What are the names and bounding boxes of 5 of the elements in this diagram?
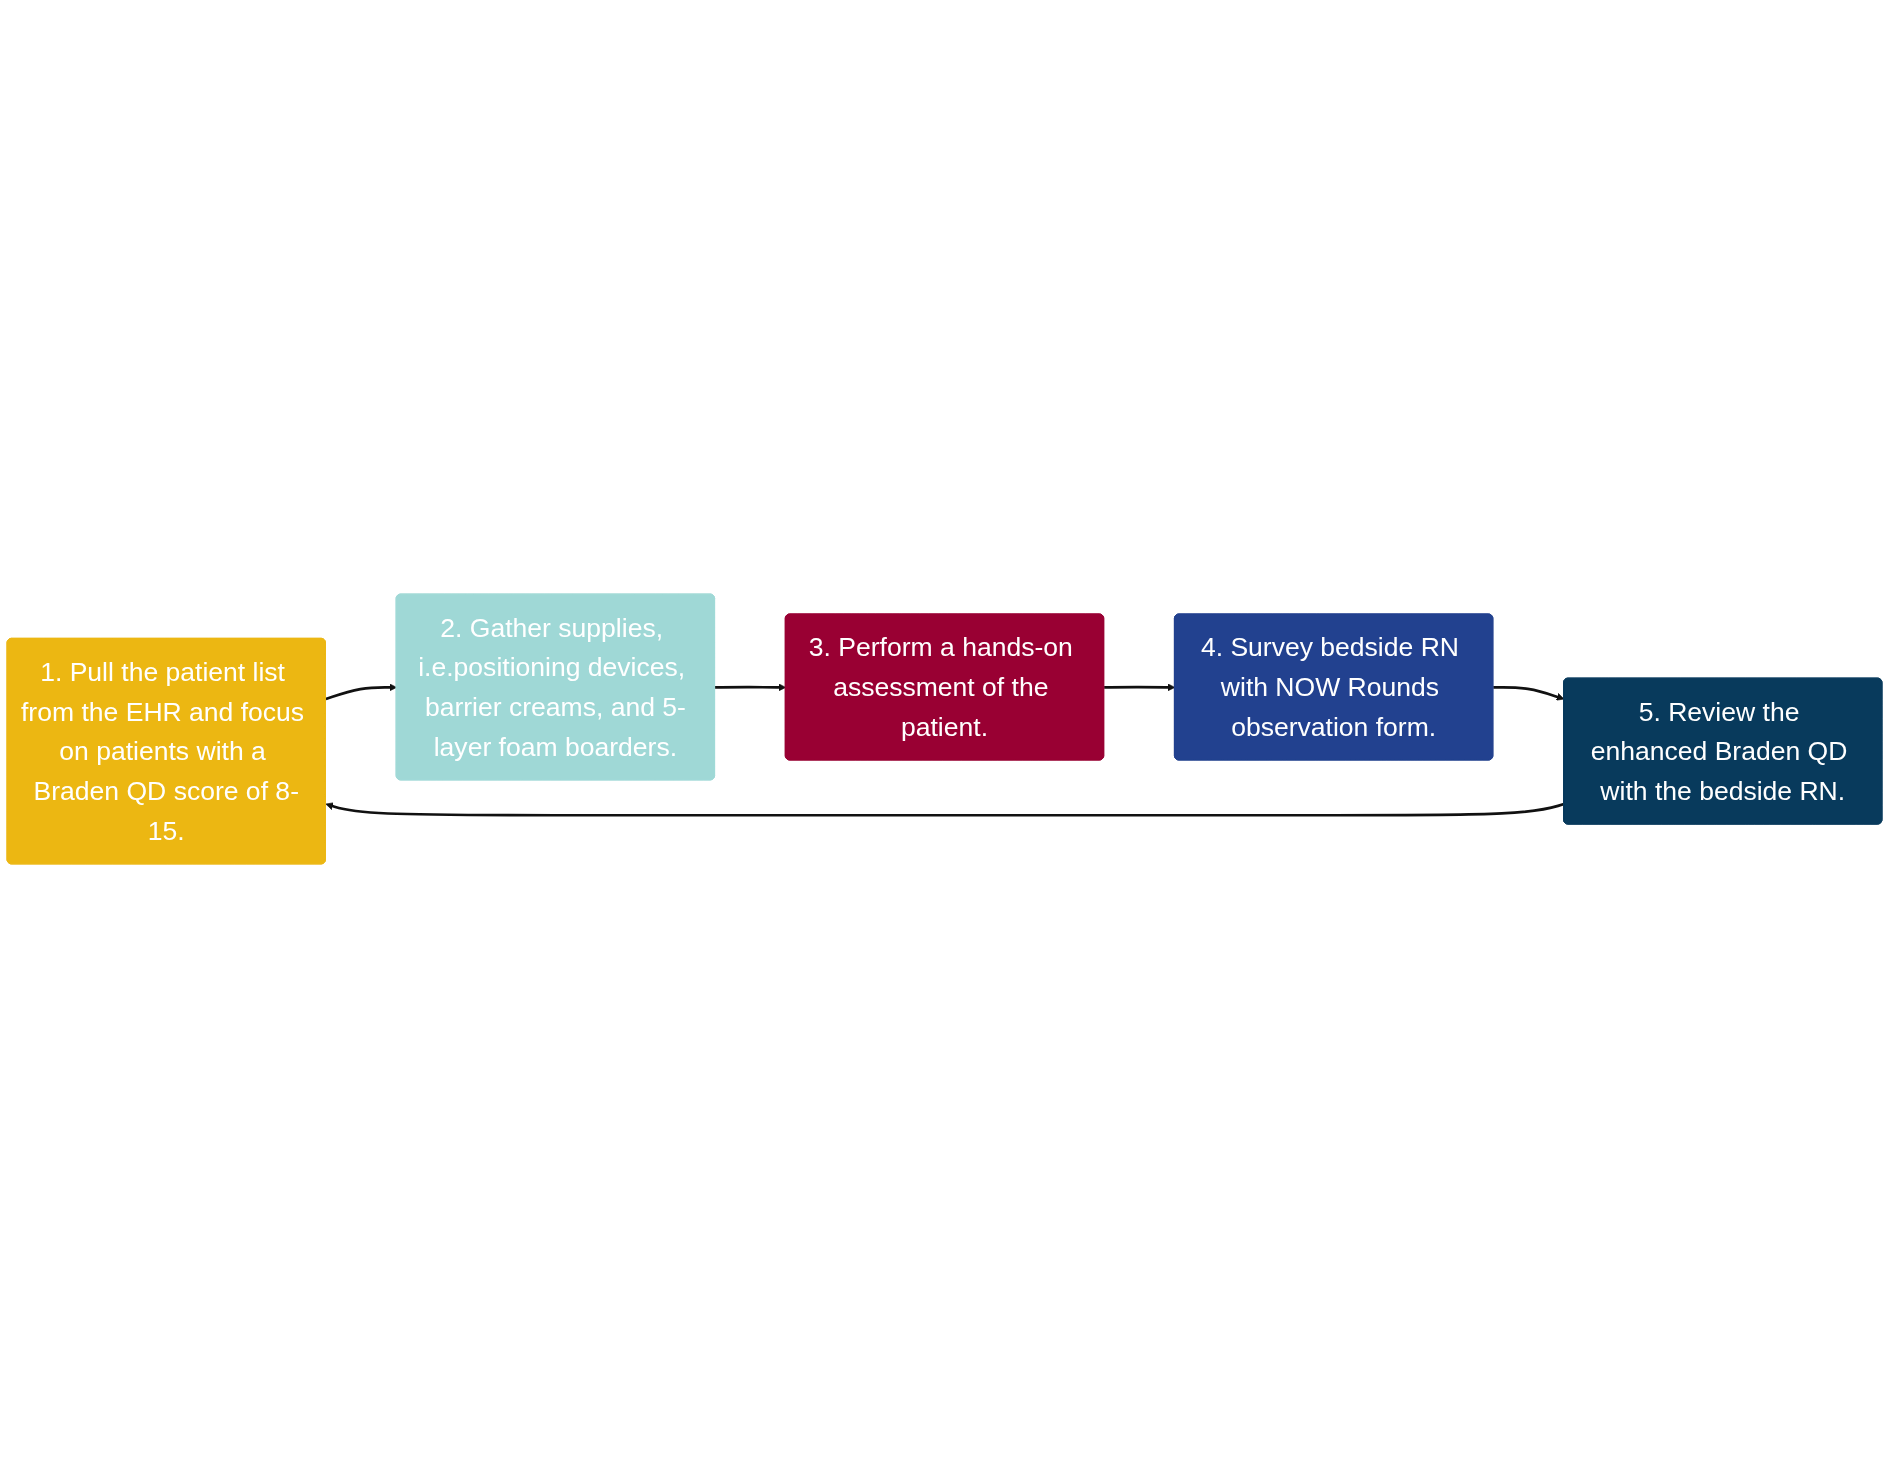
arrow [1104,683,1176,692]
arrow [715,683,787,692]
arrow [325,683,397,701]
arrow [1493,686,1565,701]
arrow [325,802,1565,817]
